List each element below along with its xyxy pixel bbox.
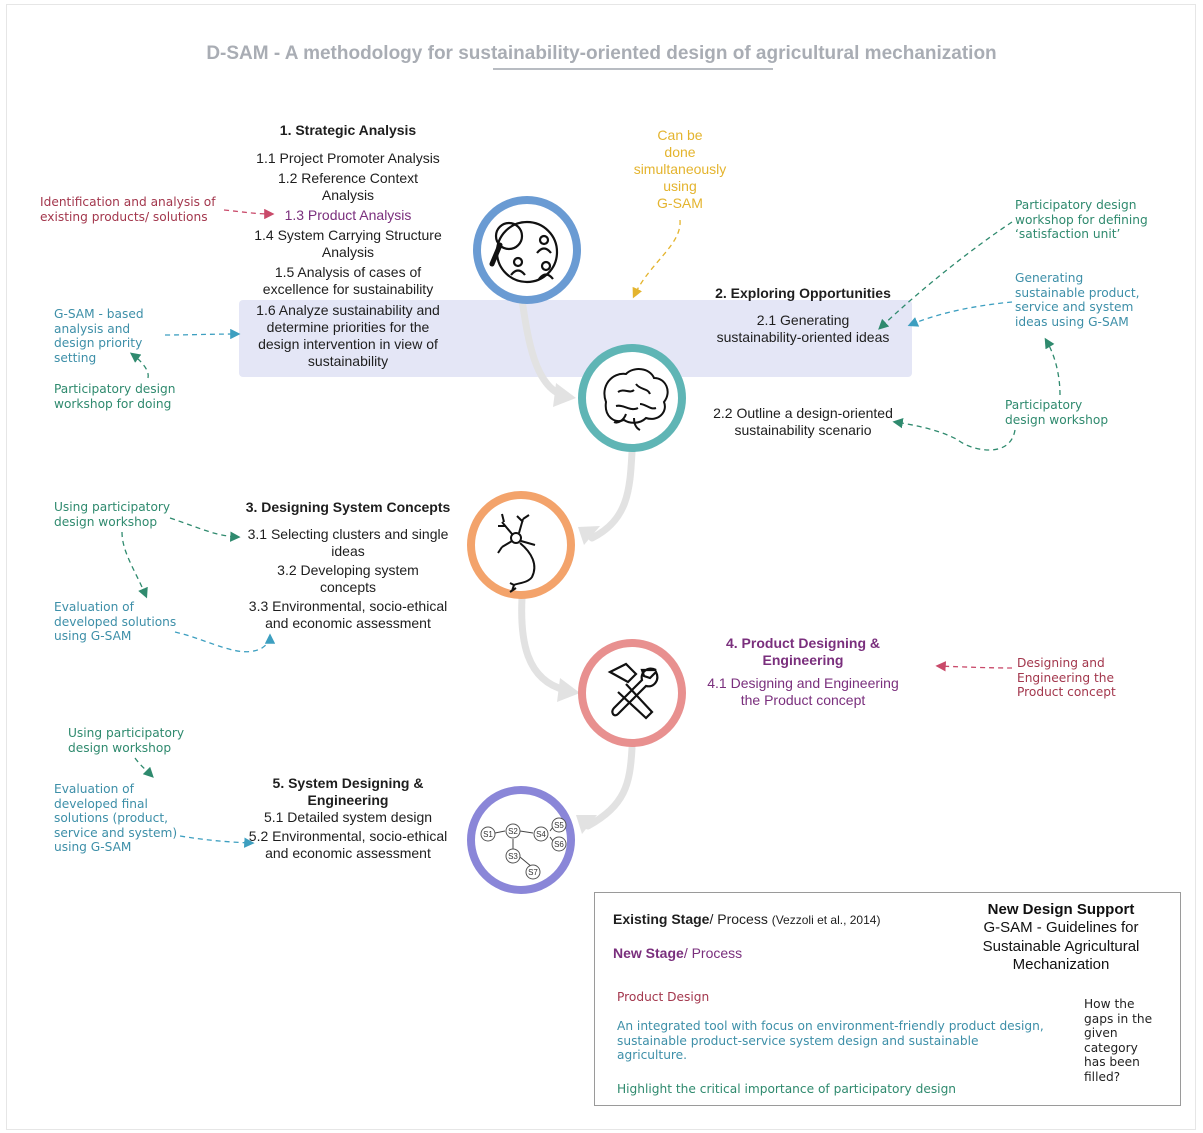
network-node-label: S1 — [483, 830, 493, 839]
network-node-label: S4 — [536, 830, 546, 839]
stage2-item-1: 2.1 Generating sustainability-oriented i… — [716, 312, 890, 345]
stage5-heading: 5. System Designing & Engineering — [272, 775, 424, 808]
highlight-band — [239, 300, 912, 377]
stage1-item-3: 1.3 Product Analysis — [284, 207, 412, 223]
stage1-item-1: 1.1 Project Promoter Analysis — [256, 150, 440, 166]
stage3-item-1: 3.1 Selecting clusters and single ideas — [247, 526, 449, 559]
network-node-s3 — [505, 848, 521, 864]
note-identification: Identification and analysis of existing … — [40, 195, 216, 224]
legend-support-text: G-SAM - Guidelines for Sustainable Agric… — [982, 919, 1140, 973]
title-underline — [493, 68, 773, 70]
note-evaluation-5: Evaluation of developed final solutions … — [54, 782, 178, 855]
stage1-circle — [473, 196, 581, 304]
arrow-gsam-analysis — [164, 328, 241, 340]
network-node-s1 — [480, 826, 496, 842]
stage1-item-4: 1.4 System Carrying Structure Analysis — [254, 227, 442, 260]
stage5-circle — [467, 786, 575, 894]
legend-box — [594, 892, 1181, 1106]
flow-arrows — [518, 296, 636, 830]
network-node-label: S3 — [508, 852, 518, 861]
network-node-s2 — [505, 823, 521, 839]
network-node-label: S2 — [508, 827, 518, 836]
legend-existing: Existing Stage/ Process (Vezzoli et al.,… — [613, 911, 881, 927]
flow-arrow-2-3 — [588, 448, 636, 542]
network-node-label: S6 — [554, 840, 564, 849]
legend-gaps: How the gaps in the given category has b… — [1084, 997, 1153, 1084]
stage2-circle — [578, 344, 686, 452]
stage2-heading: 2. Exploring Opportunities — [715, 285, 891, 301]
neuron-icon — [497, 513, 536, 593]
arrow-using-to-eval-3 — [121, 531, 148, 599]
stage1-item-6: 1.6 Analyze sustainability and determine… — [256, 302, 440, 369]
arrow-using-workshop-3 — [169, 517, 241, 542]
legend-product-design: Product Design — [617, 990, 710, 1004]
arrow-workshop-2 — [892, 418, 1016, 451]
note-workshop-2: Participatory design workshop — [1005, 398, 1109, 427]
page-title: D-SAM - A methodology for sustainability… — [206, 43, 997, 64]
arrow-evaluation-3 — [174, 631, 276, 653]
flow-arrow-4-5 — [584, 744, 636, 830]
stage4-circle — [578, 639, 686, 747]
arrow-simultaneous — [632, 219, 681, 299]
note-designing-product: Designing and Engineering the Product co… — [1017, 656, 1116, 700]
flow-arrow-1-2 — [518, 296, 566, 399]
legend-integrated: An integrated tool with focus on environ… — [617, 1019, 1044, 1063]
note-workshop-doing: Participatory design workshop for doing — [54, 382, 176, 411]
stage1-item-2: 1.2 Reference Context Analysis — [277, 170, 419, 203]
note-evaluation-3: Evaluation of developed solutions using … — [54, 600, 177, 644]
note-workshop-satisfaction: Participatory design workshop for defini… — [1015, 198, 1148, 242]
stage4-item-1: 4.1 Designing and Engineering the Produc… — [707, 675, 899, 708]
arrow-evaluation-5 — [179, 835, 255, 848]
stage1-heading: 1. Strategic Analysis — [279, 122, 417, 138]
stage5-item-2: 5.2 Environmental, socio-ethical and eco… — [248, 828, 448, 861]
flow-arrow-3-4 — [518, 594, 569, 694]
network-node-s7 — [525, 864, 541, 880]
magnifier-people-icon — [489, 220, 559, 284]
stage2-item-2: 2.2 Outline a design-oriented sustainabi… — [713, 405, 893, 438]
brain-icon — [603, 368, 669, 431]
note-using-workshop-3: Using participatory design workshop — [54, 500, 171, 529]
legend-support-title: New Design Support — [987, 901, 1135, 918]
network-node-s5 — [551, 817, 567, 833]
stage3-item-2: 3.2 Developing system concepts — [277, 562, 419, 595]
page-frame — [6, 4, 1196, 1130]
note-generating-ideas: Generating sustainable product, service … — [1015, 271, 1140, 329]
arrow-workshop-doing — [129, 352, 149, 379]
note-gsam-analysis: G-SAM - based analysis and design priori… — [54, 307, 144, 365]
network-node-label: S5 — [554, 821, 564, 830]
stage1-item-5: 1.5 Analysis of cases of excellence for … — [262, 264, 434, 297]
hammer-wrench-icon — [607, 662, 659, 720]
simultaneous-note: Can be done simultaneously using G-SAM — [633, 127, 727, 211]
arrow-generating — [907, 301, 1013, 327]
network-node-s4 — [533, 826, 549, 842]
arrow-identification — [223, 208, 275, 220]
stage3-heading: 3. Designing System Concepts — [245, 499, 451, 515]
side-arrows — [121, 208, 1061, 848]
network-node-label: S7 — [528, 868, 538, 877]
network-node-s6 — [551, 836, 567, 852]
arrow-using-workshop-5 — [134, 757, 154, 778]
arrow-satisfaction — [878, 221, 1013, 330]
stage4-heading: 4. Product Designing & Engineering — [725, 635, 880, 668]
flow-arrowheads — [553, 383, 600, 834]
arrow-designing-product — [935, 661, 1013, 672]
legend-new: New Stage/ Process — [613, 945, 743, 961]
stage3-item-3: 3.3 Environmental, socio-ethical and eco… — [248, 598, 448, 631]
stage5-item-1: 5.1 Detailed system design — [263, 809, 433, 825]
arrow-workshop-2-up — [1044, 337, 1061, 396]
note-using-workshop-5: Using participatory design workshop — [68, 726, 185, 755]
legend-highlight: Highlight the critical importance of par… — [617, 1082, 957, 1096]
